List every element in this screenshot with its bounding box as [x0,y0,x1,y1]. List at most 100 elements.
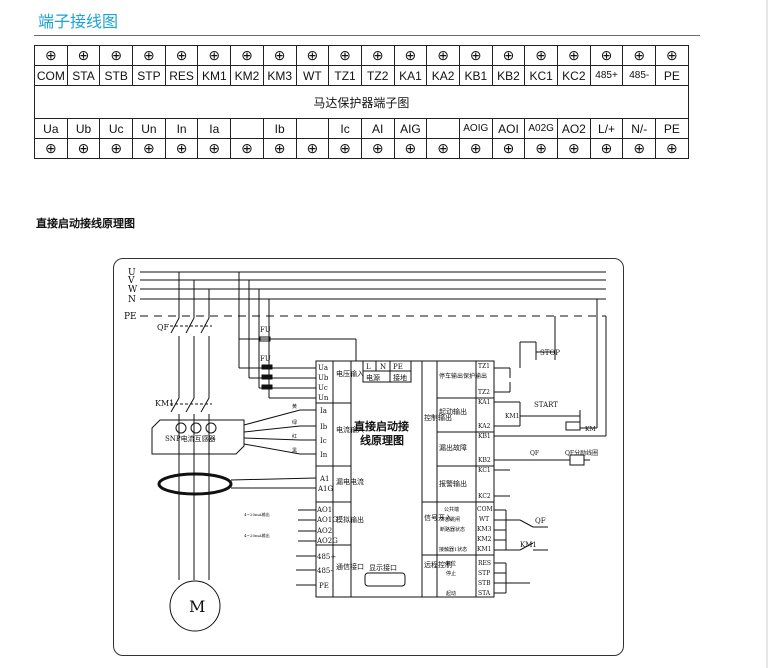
qf-aux-label: QF [535,517,546,525]
terminal-symbol: ⊕ [360,138,395,159]
term-kc2: KC2 [478,493,491,500]
remote-caption: 远程控制 [424,560,452,569]
power-n: N [380,363,386,371]
relay-name: 停车输出保护输出 [439,372,487,380]
terminal-symbol: ⊕ [295,138,330,159]
fuse-label: FU [260,355,271,363]
power-caption: 电源 [366,373,380,382]
current-caption: 电流输入 [336,425,364,434]
term-ub: Ub [318,374,329,382]
power-l: L [366,363,371,371]
diagram-title: 直接启动接线原理图 [36,217,135,230]
remote-name: 停止 [446,570,456,577]
term-uc: Uc [318,384,328,392]
term-un: Un [318,394,329,402]
term-a1: A1 [319,475,330,483]
remote-name: 复位 [446,560,456,567]
terminal-label: KC2 [557,65,591,86]
term-ao2g: AO2G [316,537,338,545]
signal-name: 公共端 [444,506,459,513]
term-ia: Ia [320,407,327,415]
terminal-symbol: ⊕ [458,138,493,159]
caption-row: 马达保护器端子图 [34,85,689,119]
symbol-row-bottom: ⊕⊕⊕⊕⊕⊕⊕⊕⊕⊕⊕⊕⊕⊕⊕⊕⊕⊕⊕⊕ [34,138,689,159]
terminal-symbol: ⊕ [132,138,166,159]
analog-note: 4~20mA输出 [244,532,270,538]
term-km2: KM2 [477,536,492,543]
term-stb: STB [478,580,491,587]
ct-tag: 绿 [292,419,297,426]
term-pe: PE [319,582,329,590]
terminal-label: TZ1 [328,65,362,86]
term-ka1: KA1 [478,399,490,406]
bus-label-w: W [128,285,138,295]
bus-label-v: V [127,276,135,286]
terminal-label: STA [66,65,101,86]
term-485p: 485+ [317,553,336,561]
term-km1: KM1 [477,546,491,553]
signal-name: 接触器1状态 [439,546,467,553]
terminal-label: KA1 [393,65,428,86]
stop-label: STOP [540,349,560,357]
leak-caption: 漏电电流 [336,477,364,486]
signal-caption: 信号开入 [424,513,452,522]
analog-caption: 模拟输出 [336,515,364,524]
center-label: 直接启动接 [354,419,409,433]
terminal-label: PE [655,65,689,86]
ct-tag: 黑 [292,448,297,454]
term-485n: 485- [317,567,333,575]
term-kb1: KB1 [478,433,491,440]
terminal-label: AOI [491,118,526,139]
terminal-label: KM1 [197,65,232,86]
display-label: 显示接口 [369,563,397,572]
ct-tag: 红 [292,433,297,440]
term-ao1g: AO1G [316,516,338,524]
term-ic: Ic [320,437,327,445]
bus-label-pe: PE [124,312,137,322]
bus-label-u: U [128,268,136,278]
voltage-caption: 电压输入 [336,369,364,378]
terminal-label: AIG [393,118,428,139]
km-coil-label: KM [585,426,596,433]
term-wt: WT [479,516,489,523]
term-km3: KM3 [477,526,492,533]
terminal-label: KC1 [524,65,558,86]
motor-label: M [189,597,205,616]
term-ka2: KA2 [478,423,491,430]
terminal-label: KA2 [426,65,460,86]
power-pe: PE [393,363,403,371]
terminal-symbol: ⊕ [655,138,689,159]
control-caption: 控制输出 [424,413,452,422]
terminal-label: COM [34,65,68,86]
terminal-label: STB [99,65,134,86]
term-tz1: TZ1 [478,363,490,370]
relay-name: 漏出故障 [439,443,467,452]
relay-name: 报警输出 [439,479,467,488]
term-ao2: AO2 [316,527,332,535]
term-ib: Ib [320,423,328,431]
analog-note: 4~20mA输出 [244,511,270,517]
page-edge [766,0,768,668]
fuse-label-top: FU [260,326,271,334]
term-ua: Ua [318,364,328,372]
km1-aux-label: KM1 [520,541,537,549]
terminal-symbol: ⊕ [66,138,101,159]
term-in: In [320,451,328,459]
terminal-label: TZ2 [360,65,395,86]
term-a1g: A1G [317,485,334,493]
term-ao1: AO1 [316,506,332,514]
qf-trip-label: QF分励线圈 [565,449,598,457]
section-title: 端子接线图 [38,12,119,31]
bus-label-n: N [128,295,136,305]
term-res: RES [478,560,491,567]
ground-caption: 接地 [393,373,407,382]
center-label-2: 线原理图 [360,433,404,447]
term-tz2: TZ2 [478,389,490,396]
term-com: COM [477,506,493,513]
relay-name: 起动输出 [439,407,467,416]
diagram-frame [113,258,624,656]
title-divider [34,35,700,36]
